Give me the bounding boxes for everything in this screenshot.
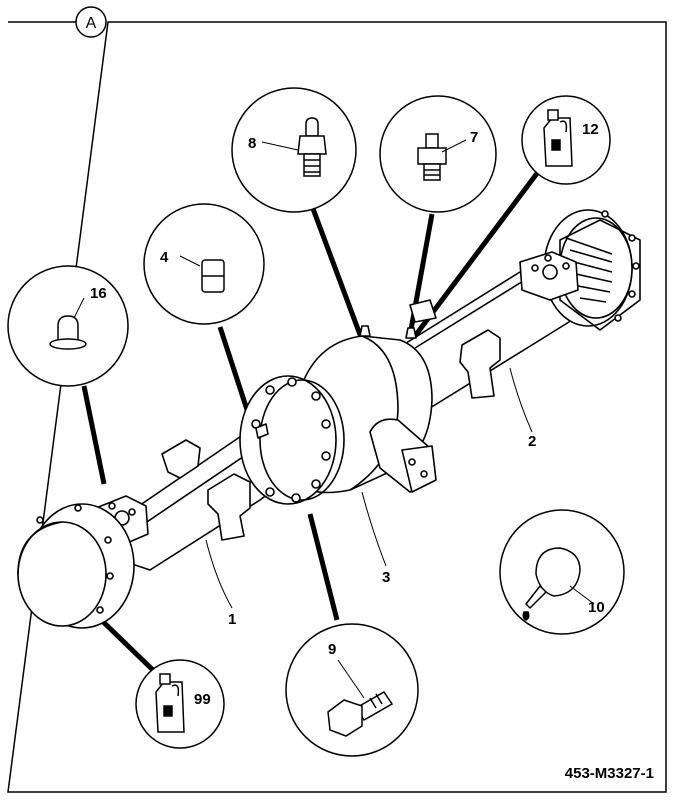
detail-bubble-12 (521, 95, 611, 185)
grease-nipple-icon (297, 117, 327, 177)
panel-label-badge: A (75, 6, 107, 38)
callout-8: 8 (248, 135, 256, 152)
panel-label: A (86, 15, 97, 32)
callout-7: 7 (470, 129, 478, 146)
sealant-tube-icon (522, 547, 581, 621)
callout-10: 10 (588, 599, 605, 616)
callout-99: 99 (194, 691, 211, 708)
callout-3: 3 (382, 569, 390, 586)
detail-bubble-9 (285, 623, 419, 757)
callout-16: 16 (90, 285, 107, 302)
component-leaders (205, 367, 533, 609)
reference-code: 453-M3327-1 (565, 765, 654, 782)
detail-bubble-4 (143, 203, 265, 325)
callout-12: 12 (582, 121, 599, 138)
oil-container-icon (543, 109, 573, 167)
detail-bubble-99 (135, 659, 225, 749)
detail-bubble-16 (7, 265, 129, 387)
bolt-icon (327, 691, 394, 737)
callout-2: 2 (528, 433, 536, 450)
axle-assembly (17, 209, 641, 629)
callout-4: 4 (160, 249, 169, 266)
callout-9: 9 (328, 641, 336, 658)
detail-bubble-10 (499, 509, 625, 635)
oil-container-icon (155, 673, 185, 733)
cap-icon (49, 315, 87, 350)
detail-bubble-7 (379, 95, 497, 213)
callout-1: 1 (228, 611, 236, 628)
breather-icon (417, 133, 447, 181)
plug-icon (201, 259, 225, 293)
detail-bubble-8 (231, 87, 357, 213)
